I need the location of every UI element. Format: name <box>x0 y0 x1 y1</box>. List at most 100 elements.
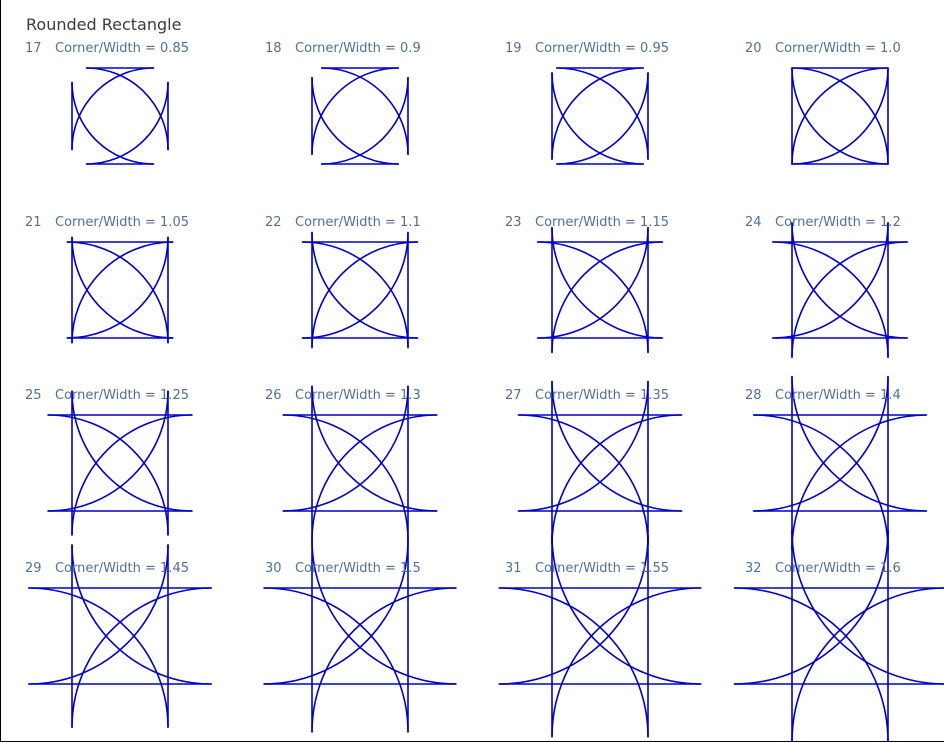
cell-ratio-text: Corner/Width = 1.25 <box>55 388 189 403</box>
cell-ratio-text: Corner/Width = 1.6 <box>775 561 901 576</box>
cell-number: 20 <box>745 41 762 56</box>
corner-arc-top-right <box>321 67 409 155</box>
corner-arc-top-left <box>791 241 908 358</box>
corner-arc-bottom-right <box>321 77 409 165</box>
corner-arc-bottom-left <box>551 72 644 165</box>
cell-label-20: 20 Corner/Width = 1.0 <box>745 41 901 56</box>
corner-arc-top-left <box>791 587 944 742</box>
corner-arc-bottom-left <box>311 539 457 685</box>
cell-number: 32 <box>745 561 762 576</box>
cell-ratio-text: Corner/Width = 1.45 <box>55 561 189 576</box>
corner-arc-top-right <box>28 587 169 728</box>
corner-arc-bottom-right <box>791 67 889 165</box>
rounded-rect-shape-22 <box>301 231 419 349</box>
cell-label-27: 27 Corner/Width = 1.35 <box>505 388 669 403</box>
cell-number: 17 <box>25 41 42 56</box>
rounded-rect-shape-24 <box>771 222 909 359</box>
cell-number: 25 <box>25 388 42 403</box>
corner-arc-top-left <box>551 587 701 737</box>
cell-number: 26 <box>265 388 282 403</box>
corner-arc-top-right <box>263 587 409 733</box>
corner-arc-bottom-left <box>311 232 418 339</box>
cell-ratio-text: Corner/Width = 0.95 <box>535 41 669 56</box>
corner-arc-bottom-right <box>518 381 649 512</box>
corner-arc-top-right <box>537 241 649 353</box>
cell-ratio-text: Corner/Width = 1.5 <box>295 561 421 576</box>
rounded-rect-shape-27 <box>517 380 683 546</box>
cell-label-28: 28 Corner/Width = 1.4 <box>745 388 901 403</box>
cell-number: 21 <box>25 215 42 230</box>
rounded-rect-shape-30 <box>263 539 457 733</box>
rounded-rect-shape-25 <box>47 390 193 536</box>
corner-arc-bottom-left <box>71 237 173 339</box>
corner-arc-top-right <box>518 414 649 545</box>
corner-arc-top-left <box>791 67 889 165</box>
corner-arc-top-left <box>311 67 399 155</box>
cell-label-24: 24 Corner/Width = 1.2 <box>745 215 901 230</box>
rounded-rect-shape-20 <box>791 67 889 165</box>
cell-ratio-text: Corner/Width = 1.2 <box>775 215 901 230</box>
corner-arc-bottom-right <box>283 386 409 512</box>
corner-arc-top-left <box>551 67 644 160</box>
cell-label-32: 32 Corner/Width = 1.6 <box>745 561 901 576</box>
corner-arc-bottom-left <box>311 77 399 165</box>
corner-arc-bottom-left <box>71 82 154 165</box>
cell-ratio-text: Corner/Width = 1.05 <box>55 215 189 230</box>
corner-arc-bottom-right <box>86 82 169 165</box>
cell-label-17: 17 Corner/Width = 0.85 <box>25 41 189 56</box>
cell-ratio-text: Corner/Width = 1.35 <box>535 388 669 403</box>
rounded-rect-shape-28 <box>752 375 928 551</box>
corner-arc-top-left <box>551 241 663 353</box>
rounded-rect-shape-31 <box>498 534 702 738</box>
cell-number: 18 <box>265 41 282 56</box>
corner-arc-bottom-left <box>551 381 682 512</box>
cell-number: 28 <box>745 388 762 403</box>
corner-arc-top-right <box>753 414 889 550</box>
corner-arc-bottom-left <box>791 222 908 339</box>
cell-number: 27 <box>505 388 522 403</box>
cell-ratio-text: Corner/Width = 1.1 <box>295 215 421 230</box>
corner-arc-top-right <box>556 67 649 160</box>
cell-number: 24 <box>745 215 762 230</box>
cell-ratio-text: Corner/Width = 1.0 <box>775 41 901 56</box>
corner-arc-top-right <box>47 414 169 536</box>
corner-arc-bottom-left <box>791 530 944 685</box>
corner-arc-bottom-left <box>791 67 889 165</box>
rounded-rect-shape-19 <box>551 67 649 165</box>
corner-arc-top-right <box>734 587 889 742</box>
corner-arc-top-right <box>499 587 649 737</box>
cell-label-30: 30 Corner/Width = 1.5 <box>265 561 421 576</box>
corner-arc-top-right <box>67 241 169 343</box>
corner-arc-bottom-left <box>791 376 927 512</box>
cell-number: 30 <box>265 561 282 576</box>
rounded-rect-shape-21 <box>66 236 174 344</box>
corner-arc-bottom-left <box>311 386 437 512</box>
corner-arc-bottom-left <box>551 227 663 339</box>
corner-arc-top-right <box>283 414 409 540</box>
cell-ratio-text: Corner/Width = 1.4 <box>775 388 901 403</box>
cell-ratio-text: Corner/Width = 0.85 <box>55 41 189 56</box>
corner-arc-bottom-right <box>734 530 889 685</box>
corner-arc-top-left <box>311 414 437 540</box>
corner-arc-bottom-right <box>772 222 889 339</box>
corner-arc-top-left <box>71 67 154 150</box>
cell-label-21: 21 Corner/Width = 1.05 <box>25 215 189 230</box>
corner-arc-bottom-right <box>556 72 649 165</box>
corner-arc-top-right <box>772 241 889 358</box>
frame-left-border <box>0 0 1 742</box>
rounded-rect-shape-26 <box>282 385 438 541</box>
rounded-rect-shape-18 <box>311 67 409 165</box>
rounded-rect-shape-23 <box>536 226 664 354</box>
corner-arc-top-right <box>302 241 409 348</box>
corner-arc-top-right <box>791 67 889 165</box>
cell-number: 23 <box>505 215 522 230</box>
corner-arc-bottom-right <box>499 535 649 685</box>
